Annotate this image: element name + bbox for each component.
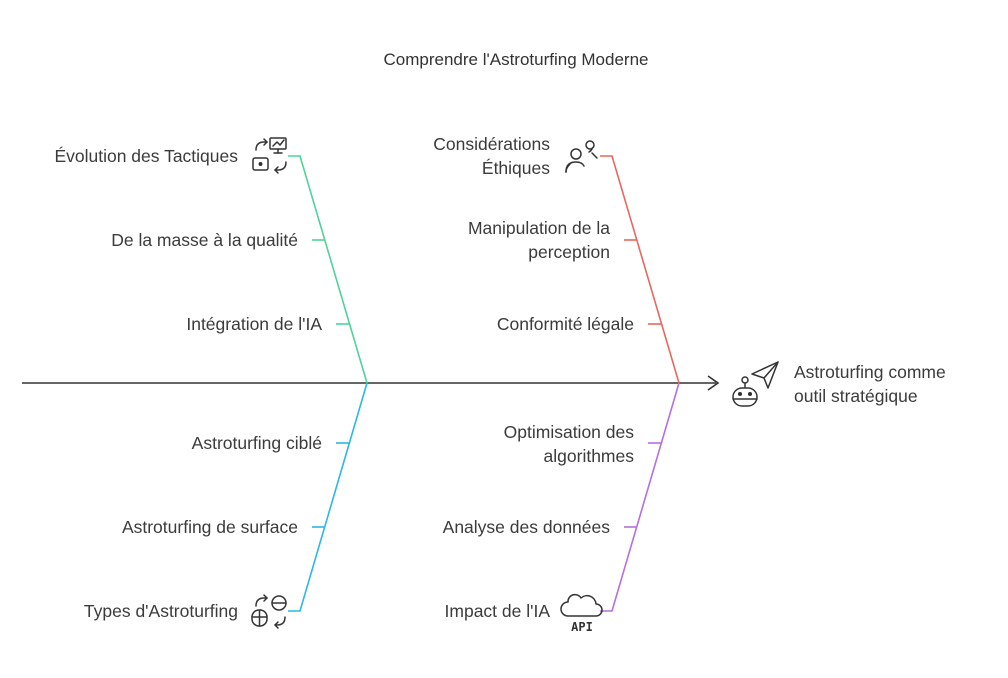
branch-types-line (288, 382, 368, 612)
label-analyse-donnees: Analyse des données (442, 517, 610, 537)
tactics-icon (252, 137, 287, 174)
label-de-la-masse: De la masse à la qualité (111, 230, 298, 250)
label-considerations-ethiques: Considérations Éthiques (433, 132, 550, 180)
label-integration-ia: Intégration de l'IA (186, 314, 322, 334)
branch-ai-impact (600, 382, 680, 612)
label-optimisation-line1: Optimisation des (503, 422, 634, 442)
label-considerations-line2: Éthiques (481, 158, 550, 178)
cloud-api-icon: API (560, 593, 603, 634)
label-optimisation-algorithmes: Optimisation des algorithmes (504, 420, 634, 468)
diagram-title: Comprendre l'Astroturfing Moderne (383, 50, 649, 69)
head-label: Astroturfing comme outil stratégique (794, 360, 946, 408)
branch-ai-line (600, 382, 680, 612)
label-manipulation-line2: perception (528, 242, 610, 262)
branch-evolution-line (288, 155, 368, 384)
label-conformite-legale: Conformité légale (496, 314, 634, 334)
label-manipulation-perception: Manipulation de la perception (468, 216, 610, 264)
label-impact-ia: Impact de l'IA (444, 601, 550, 621)
label-astroturfing-surface: Astroturfing de surface (121, 517, 298, 537)
branch-evolution (288, 155, 368, 384)
label-evolution-tactiques: Évolution des Tactiques (54, 146, 238, 166)
user-question-icon (565, 140, 598, 173)
branch-types (288, 382, 368, 612)
label-manipulation-line1: Manipulation de la (467, 218, 610, 238)
head-label-line2: outil stratégique (794, 386, 918, 406)
label-astroturfing-cible: Astroturfing ciblé (191, 433, 322, 453)
label-optimisation-line2: algorithmes (543, 446, 634, 466)
label-considerations-line1: Considérations (433, 134, 550, 154)
types-icon (251, 594, 287, 629)
branch-ethics (600, 155, 680, 384)
cloud-api-text: API (571, 620, 593, 634)
spine-arrowhead (707, 375, 720, 391)
label-types-astroturfing: Types d'Astroturfing (83, 601, 238, 621)
branch-ethics-line (600, 155, 680, 384)
head-label-line1: Astroturfing comme (794, 362, 946, 382)
robot-paper-plane-icon (732, 361, 779, 407)
